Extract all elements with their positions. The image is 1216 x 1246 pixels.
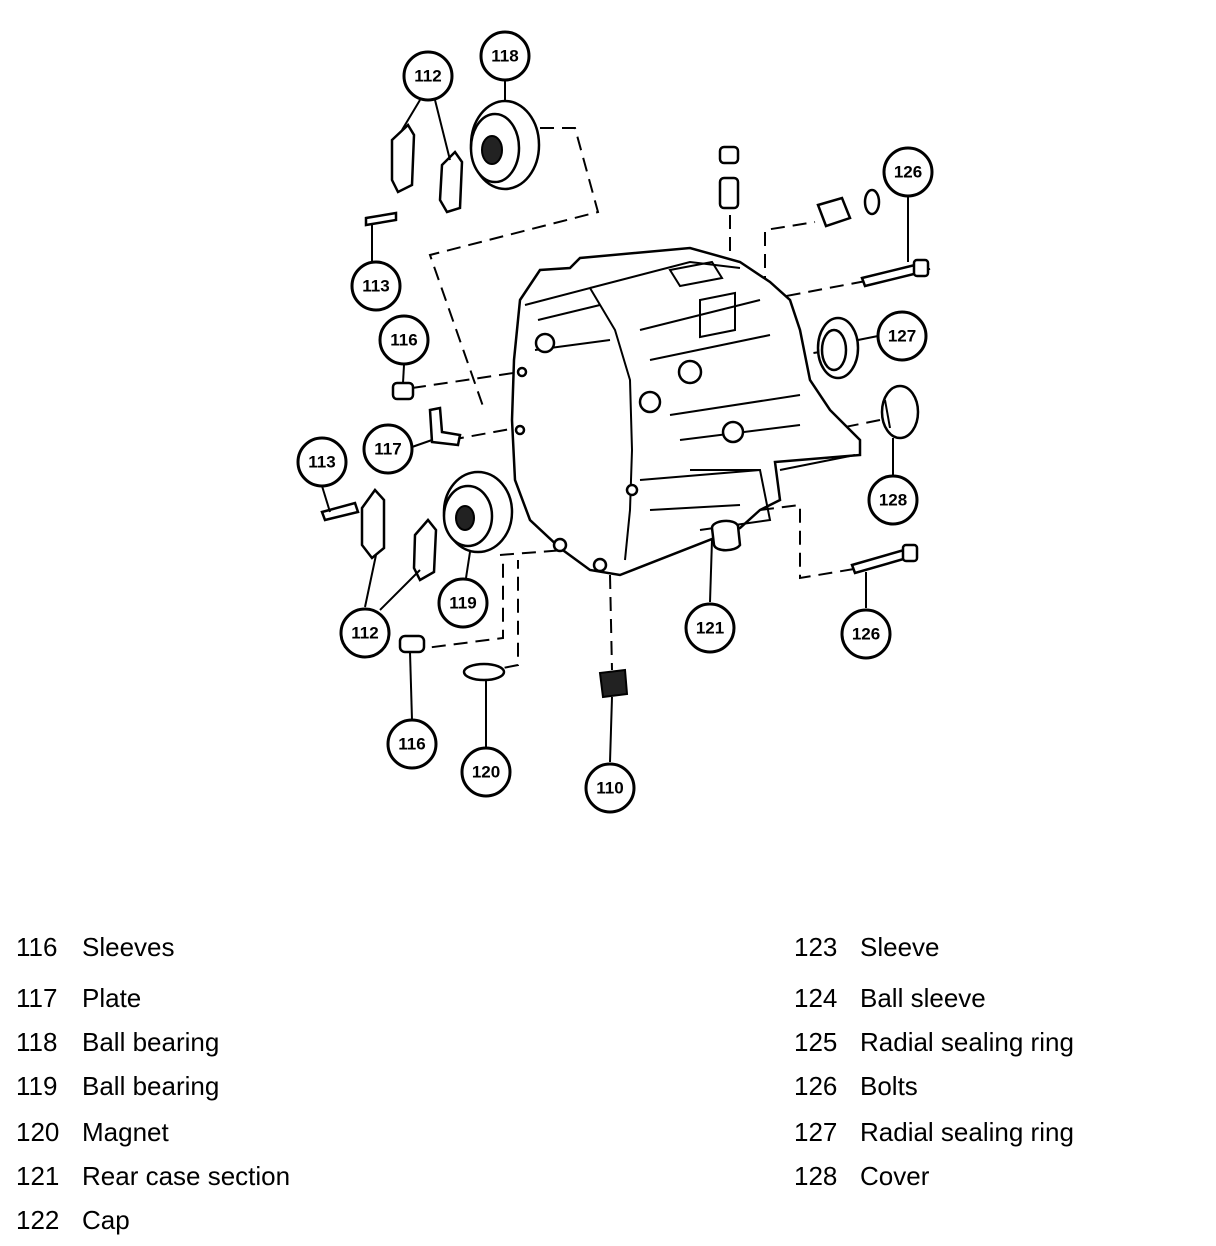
screws xyxy=(320,211,398,522)
magnet xyxy=(462,662,506,682)
legend-number: 117 xyxy=(16,983,58,1013)
callout-127: 127 xyxy=(876,310,928,362)
legend-number: 125 xyxy=(794,1027,838,1057)
legend-label: Sleeves xyxy=(82,932,175,962)
callout-112-top-label: 112 xyxy=(414,67,441,86)
plates-top xyxy=(390,123,464,214)
legend-item: 119 Ball bearing xyxy=(16,1073,219,1099)
plates-bottom xyxy=(360,488,438,582)
legend-label: Magnet xyxy=(82,1117,169,1147)
legend-item: 128 Cover xyxy=(794,1163,929,1189)
plate-small xyxy=(428,406,462,447)
legend-number: 127 xyxy=(794,1117,838,1147)
legend-item: 124 Ball sleeve xyxy=(794,985,986,1011)
legend-item: 126 Bolts xyxy=(794,1073,918,1099)
legend-label: Cap xyxy=(82,1205,130,1235)
callout-120-label: 120 xyxy=(472,763,500,782)
callout-113-bottom: 113 xyxy=(296,436,348,488)
callout-126-bottom: 126 xyxy=(840,608,892,660)
legend-number: 118 xyxy=(16,1027,58,1057)
legend-item: 123 Sleeve xyxy=(794,934,940,960)
callout-116-top: 116 xyxy=(378,314,430,366)
callout-113-top: 113 xyxy=(350,260,402,312)
legend-item: 118 Ball bearing xyxy=(16,1029,219,1055)
callout-127-label: 127 xyxy=(888,327,916,346)
legend-item: 116 Sleeves xyxy=(16,934,175,960)
callout-128: 128 xyxy=(867,474,919,526)
sleeves xyxy=(391,381,426,654)
leader-lines xyxy=(321,80,909,763)
legend-number: 120 xyxy=(16,1117,60,1147)
callout-121-label: 121 xyxy=(696,619,724,638)
callout-128-label: 128 xyxy=(879,491,907,510)
exploded-view-diagram: 112 118 126 113 116 127 117 113 128 119 … xyxy=(296,30,936,814)
legend-number: 122 xyxy=(16,1205,60,1235)
callout-116-top-label: 116 xyxy=(390,331,417,350)
legend-item: 127 Radial sealing ring xyxy=(794,1119,1074,1145)
legend-label: Cover xyxy=(860,1161,930,1191)
legend-number: 123 xyxy=(794,932,838,962)
legend-item: 117 Plate xyxy=(16,985,141,1011)
callout-121: 121 xyxy=(684,602,736,654)
callout-112-bottom: 112 xyxy=(339,607,391,659)
ball-bearing-top xyxy=(469,99,541,191)
callout-116-bottom-label: 116 xyxy=(398,735,425,754)
callout-113-top-label: 113 xyxy=(362,277,389,296)
callout-119: 119 xyxy=(437,577,489,629)
callout-126-top: 126 xyxy=(882,146,934,198)
legend-label: Radial sealing ring xyxy=(860,1117,1074,1147)
callout-110-label: 110 xyxy=(596,779,623,798)
legend-label: Plate xyxy=(82,983,142,1013)
legend-number: 124 xyxy=(794,983,838,1013)
legend-label: Ball bearing xyxy=(82,1071,220,1101)
legend-number: 121 xyxy=(16,1161,60,1191)
callout-120: 120 xyxy=(460,746,512,798)
legend-label: Ball bearing xyxy=(82,1027,220,1057)
legend-number: 128 xyxy=(794,1161,838,1191)
callout-126-top-label: 126 xyxy=(894,163,922,182)
callout-117: 117 xyxy=(362,423,414,475)
legend-label: Sleeve xyxy=(860,932,940,962)
legend-item: 125 Radial sealing ring xyxy=(794,1029,1074,1055)
callout-112-bottom-label: 112 xyxy=(351,624,378,643)
legend-label: Ball sleeve xyxy=(860,983,986,1013)
legend-number: 119 xyxy=(16,1071,58,1101)
callout-117-label: 117 xyxy=(374,440,401,459)
top-sleeves xyxy=(718,145,881,228)
callout-118-label: 118 xyxy=(491,47,518,66)
legend-label: Bolts xyxy=(860,1071,918,1101)
radial-sealing-ring xyxy=(816,316,860,380)
legend-item: 121 Rear case section xyxy=(16,1163,290,1189)
callout-112-top: 112 xyxy=(402,50,454,102)
legend-item: 120 Magnet xyxy=(16,1119,169,1145)
bolts xyxy=(850,258,930,575)
cap xyxy=(598,668,629,699)
callout-116-bottom: 116 xyxy=(386,718,438,770)
rear-case-section xyxy=(510,246,862,577)
cover xyxy=(880,384,920,440)
ball-bearing-bottom xyxy=(442,470,514,554)
callout-126-bottom-label: 126 xyxy=(852,625,880,644)
legend-item: 122 Cap xyxy=(16,1207,130,1233)
callout-118: 118 xyxy=(479,30,531,82)
callout-119-label: 119 xyxy=(449,594,476,613)
legend-label: Radial sealing ring xyxy=(860,1027,1074,1057)
legend-number: 126 xyxy=(794,1071,838,1101)
legend-label: Rear case section xyxy=(82,1161,291,1191)
legend-number: 116 xyxy=(16,932,58,962)
callout-113-bottom-label: 113 xyxy=(308,453,335,472)
callout-110: 110 xyxy=(584,762,636,814)
